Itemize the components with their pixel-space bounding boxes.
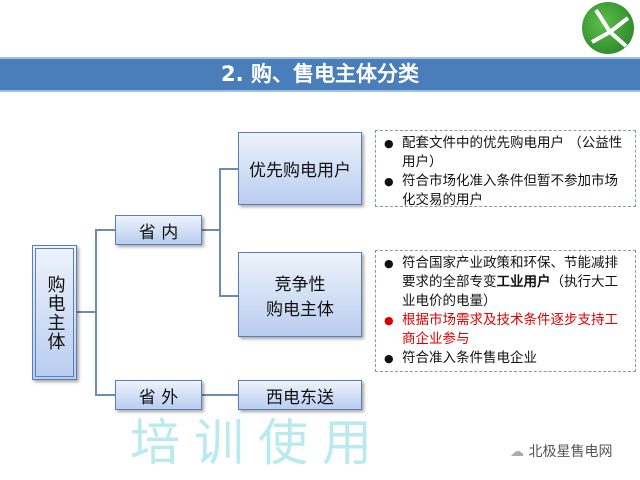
node-west-east: 西电东送 [238, 380, 362, 410]
note-item: 符合准入条件售电企业 [382, 349, 629, 368]
note-item: 符合市场化准入条件但暂不参加市场化交易的用户 [382, 172, 629, 210]
note-text: 符合国家产业政策和环保、节能减排要求的全部专变 [402, 255, 618, 290]
connector [95, 394, 115, 396]
footer-brand: ☁ 北极星售电网 [510, 441, 612, 461]
note-item: 符合国家产业政策和环保、节能减排要求的全部专变工业用户（执行大工业电价的电量） [382, 254, 629, 311]
note-text: （执行大工业电价的电量） [402, 274, 618, 309]
competitive-line2: 购电主体 [266, 299, 334, 320]
connector [202, 394, 238, 396]
connector [77, 311, 96, 313]
slide-title: 2. 购、售电主体分类 [0, 57, 640, 92]
logo-icon [582, 2, 634, 54]
connector [219, 295, 238, 297]
note-item-highlight: 根据市场需求及技术条件逐步支持工商企业参与 [382, 311, 629, 349]
competitive-notes: 符合国家产业政策和环保、节能减排要求的全部专变工业用户（执行大工业电价的电量） … [375, 250, 636, 372]
priority-notes: 配套文件中的优先购电用户 （公益性用户） 符合市场化准入条件但暂不参加市场化交易… [375, 130, 636, 210]
note-item: 配套文件中的优先购电用户 （公益性用户） [382, 134, 629, 172]
competitive-line1: 竞争性 [274, 274, 326, 295]
connector [95, 229, 115, 231]
root-label: 购电主体 [35, 248, 74, 377]
note-bold-text: 工业用户 [496, 274, 551, 290]
connector [219, 168, 238, 170]
footer-text: 北极星售电网 [528, 444, 613, 460]
node-out-province: 省 外 [115, 380, 202, 410]
node-in-province: 省 内 [115, 215, 202, 245]
node-priority-users: 优先购电用户 [238, 132, 362, 205]
wechat-icon: ☁ [510, 444, 529, 460]
connector [95, 229, 97, 395]
connector [202, 229, 220, 231]
watermark: 培训使用 [130, 414, 386, 472]
connector [219, 168, 221, 296]
root-node: 购电主体 [32, 245, 77, 380]
node-competitive: 竞争性 购电主体 [238, 252, 362, 337]
